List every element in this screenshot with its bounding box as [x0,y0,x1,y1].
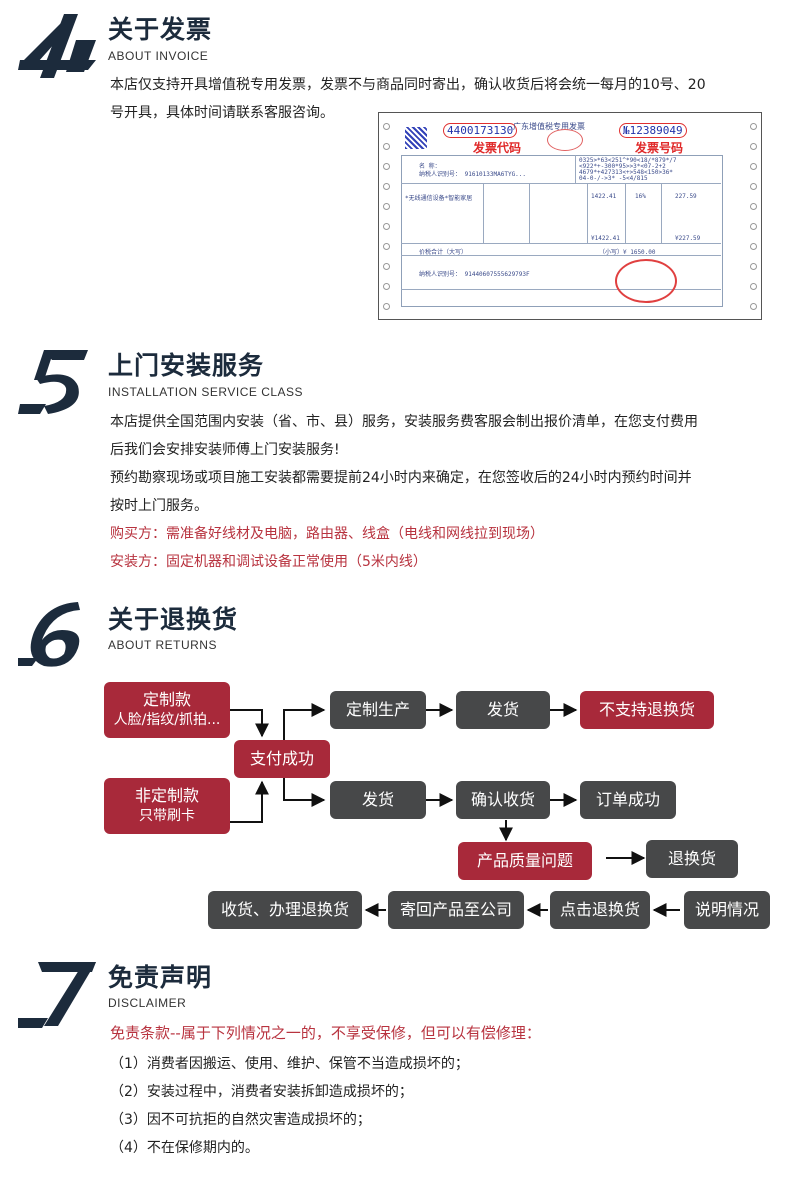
flow-sublabel: 人脸/指纹/抓拍... [113,712,221,728]
flow-ship: 发货 [330,781,426,819]
list-item: （2）安装过程中，消费者安装拆卸造成损坏的； [110,1084,413,1100]
section-title: 上门安装服务 [108,351,265,380]
section-subtitle: DISCLAIMER [108,996,187,1010]
flow-noncustom-product: 非定制款 只带刷卡 [104,778,230,834]
flow-order-success: 订单成功 [580,781,676,819]
paragraph: 号开具，具体时间请联系客服咨询。 [110,105,334,121]
flow-quality-issue: 产品质量问题 [458,842,592,880]
flow-no-return: 不支持退换货 [580,691,714,729]
flow-custom-product: 定制款 人脸/指纹/抓拍... [104,682,230,738]
seller-tax-id: 纳税人识别号： 91440607555629793F [419,271,530,278]
list-item: （4）不在保修期内的。 [110,1140,259,1156]
flow-custom-production: 定制生产 [330,691,426,729]
seller-stamp [615,259,677,303]
flow-send-back: 寄回产品至公司 [388,891,524,929]
paragraph: 本店仅支持开具增值税专用发票，发票不与商品同时寄出，确认收货后将会统一每月的10… [110,77,706,93]
total-small: （小写）¥ 1650.00 [599,249,656,256]
number-4-glyph [18,14,96,78]
invoice-code-number: 4400173130 [443,123,518,138]
section-title: 关于发票 [108,15,213,44]
invoice-code-label: 发票代码 [473,141,522,155]
number-5-glyph [18,350,88,414]
installer-scope: 安装方：固定机器和调试设备正常使用（5米内线） [110,554,427,570]
flow-explain: 说明情况 [684,891,770,929]
cipher-line: <922*+-300*95>>3*<07-2+2 [579,163,666,170]
section-title: 关于退换货 [108,605,239,634]
invoice-title: 广东增值税专用发票 [513,122,585,131]
flow-return-exchange: 退换货 [646,840,738,878]
flow-click-return: 点击退换货 [550,891,650,929]
stamp-oval [547,129,583,151]
total-amount: ¥1422.41 [591,235,620,242]
invoice-sample-image: 4400173130 发票代码 广东增值税专用发票 №12389049 发票号码… [378,112,762,320]
section-subtitle: ABOUT RETURNS [108,638,217,652]
section-subtitle: ABOUT INVOICE [108,49,209,63]
number-7-glyph [18,962,96,1028]
total-tax: ¥227.59 [675,235,701,242]
section-title: 免责声明 [108,963,213,992]
paragraph: 后我们会安排安装师傅上门安装服务! [110,442,340,458]
cipher-line: 04-0-/->3* -5<4/815 [579,175,648,182]
invoice-no-number: №12389049 [619,123,687,138]
buyer-tax-id: 纳税人识别号： 91610133MA6TYG... [419,171,527,178]
invoice-no-label: 发票号码 [635,141,684,155]
number-6-glyph [18,602,81,667]
goods-row: *无线通信设备*智能家居 [405,195,473,202]
buyer-requirement: 购买方：需准备好线材及电脑，路由器、线盒（电线和网线拉到现场） [110,526,544,542]
flow-label: 非定制款 [134,786,199,805]
disclaimer-lead: 免责条款--属于下列情况之一的，不享受保修，但可以有偿修理： [110,1024,541,1042]
flow-sublabel: 只带刷卡 [139,808,195,824]
paragraph: 本店提供全国范围内安装（省、市、县）服务，安装服务费客服会制出报价清单，在您支付… [110,414,698,430]
flow-ship: 发货 [456,691,550,729]
amount-cell: 1422.41 [591,193,617,200]
paragraph: 按时上门服务。 [110,498,208,514]
flow-payment-success: 支付成功 [234,740,330,778]
invoice-table [401,155,723,307]
buyer-name-label: 名 称： [419,163,441,170]
paragraph: 预约勘察现场或项目施工安装都需要提前24小时内来确定，在您签收后的24小时内预约… [110,470,692,486]
qr-code-icon [405,127,427,149]
flow-receive-process: 收货、办理退换货 [208,891,362,929]
list-item: （3）因不可抗拒的自然灾害造成损坏的； [110,1112,371,1128]
tax-cell: 227.59 [675,193,697,200]
cipher-line: 0325>*63<251^*90<18/*879*/7 [579,157,677,164]
flow-label: 定制款 [142,690,191,709]
cipher-line: 4679*+427313<+>548<150>36* [579,169,673,176]
flow-confirm-receipt: 确认收货 [456,781,550,819]
list-item: （1）消费者因搬运、使用、维护、保管不当造成损坏的； [110,1056,469,1072]
total-label: 价税合计（大写） [419,249,468,256]
rate-cell: 16% [635,193,646,200]
section-subtitle: INSTALLATION SERVICE CLASS [108,385,304,399]
